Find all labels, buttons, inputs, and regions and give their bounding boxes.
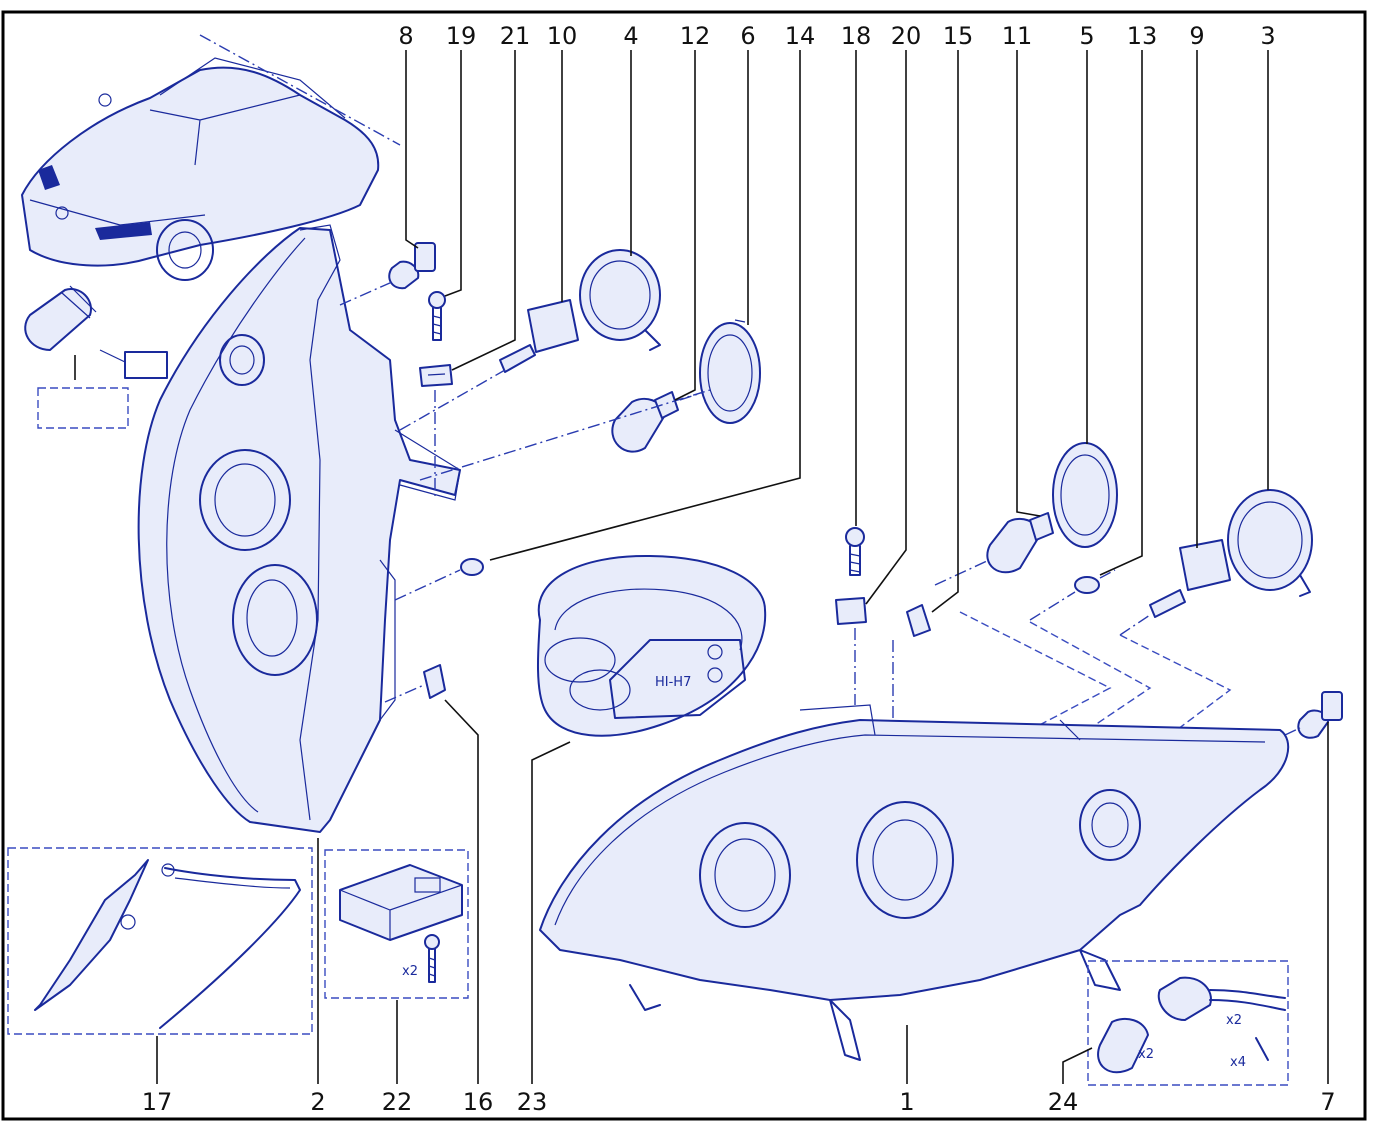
callout-3: 3 <box>1260 22 1275 50</box>
part-18-screw <box>845 527 865 576</box>
callout-9: 9 <box>1189 22 1204 50</box>
part-14-small-bulb <box>394 389 711 601</box>
part-22-ballast-kit: x2 <box>324 849 469 999</box>
part-24-bulb-socket-kit: x2 x2 x4 <box>1087 960 1289 1086</box>
leader-lines <box>156 50 1329 1084</box>
callout-10: 10 <box>547 22 578 50</box>
callout-11: 11 <box>1002 22 1033 50</box>
part-15-socket <box>892 554 1001 730</box>
part-10-xenon-bulb <box>399 299 579 431</box>
part-7-bulb <box>1284 691 1343 739</box>
part-4-cover-cap <box>579 249 661 351</box>
callout-8: 8 <box>398 22 413 50</box>
frame-border <box>1 10 1367 1121</box>
kit-pin-qty: x4 <box>1230 1055 1246 1070</box>
headlamp-left-assembly <box>137 224 461 833</box>
callout-6: 6 <box>740 22 755 50</box>
part-9-xenon-bulb <box>1119 539 1231 636</box>
part-23-bulb-kit-box: HI-H7 <box>537 554 767 737</box>
callout-5: 5 <box>1079 22 1094 50</box>
kit-socket-qty: x2 <box>1226 1013 1242 1028</box>
part-17-trim-strips <box>7 847 313 1035</box>
callout-23: 23 <box>517 1088 548 1116</box>
callout-2: 2 <box>310 1088 325 1116</box>
headlamp-right-assembly <box>539 704 1290 1061</box>
part-16-socket <box>384 664 446 703</box>
callout-17: 17 <box>142 1088 173 1116</box>
callout-19: 19 <box>446 22 477 50</box>
spare-bulb-left <box>24 285 168 429</box>
callout-20: 20 <box>891 22 922 50</box>
part-21-clip <box>419 364 453 500</box>
part-5-cover-cap <box>1052 442 1118 548</box>
callout-22: 22 <box>382 1088 413 1116</box>
part-20-clip <box>835 597 867 705</box>
part-6-cover-cap <box>699 319 761 424</box>
bulb-box-label: HI-H7 <box>655 675 691 690</box>
callout-24: 24 <box>1048 1088 1079 1116</box>
callout-numbers-top: 8 19 21 10 4 12 6 14 18 20 15 11 5 13 9 … <box>398 22 1275 50</box>
callout-15: 15 <box>943 22 974 50</box>
part-8-bulb <box>339 242 436 306</box>
callout-16: 16 <box>463 1088 494 1116</box>
part-12-bulb <box>611 389 711 453</box>
callout-21: 21 <box>500 22 531 50</box>
part-3-cover-cap <box>1227 489 1313 597</box>
callout-12: 12 <box>680 22 711 50</box>
part-13-small-bulb <box>1029 569 1116 621</box>
part-19-screw <box>428 291 446 341</box>
ballast-screw-qty: x2 <box>402 964 418 979</box>
connection-routes <box>959 611 1232 736</box>
callout-18: 18 <box>841 22 872 50</box>
part-11-bulb <box>986 512 1054 574</box>
callout-14: 14 <box>785 22 816 50</box>
callout-1: 1 <box>899 1088 914 1116</box>
kit-bulb-qty: x2 <box>1138 1047 1154 1062</box>
callout-4: 4 <box>623 22 638 50</box>
callout-numbers-bottom: 17 2 22 16 23 1 24 7 <box>142 1088 1336 1116</box>
car-thumbnail <box>21 34 401 281</box>
callout-13: 13 <box>1127 22 1158 50</box>
callout-7: 7 <box>1320 1088 1335 1116</box>
